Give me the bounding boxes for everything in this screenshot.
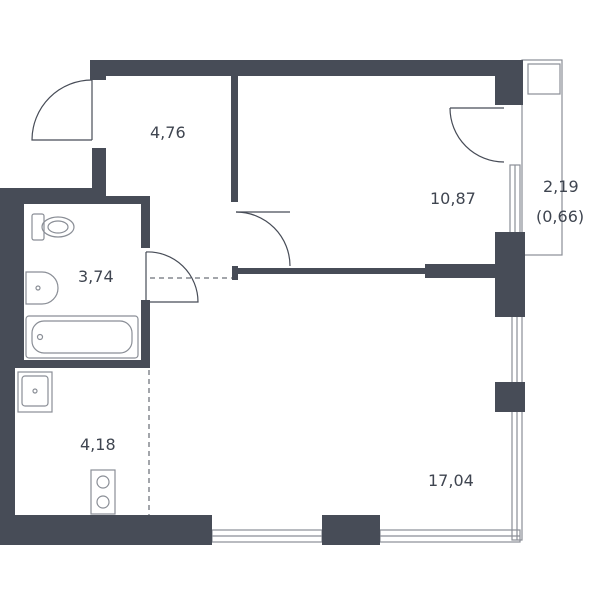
entrance-door-arc	[31, 79, 93, 141]
area-labels: 4,76 10,87 2,19 (0,66) 3,74 4,18 17,04	[78, 123, 584, 490]
zone-dividers	[148, 277, 232, 515]
wall-bath-right-top	[141, 196, 150, 248]
wall-bedroom-living	[232, 268, 432, 274]
area-label-bedroom: 10,87	[430, 189, 476, 208]
wall-bottom-left	[0, 515, 212, 545]
wall-bath-top	[88, 196, 150, 204]
wall-top-left-stub	[90, 60, 106, 80]
walls	[0, 60, 525, 545]
wall-bath-right-bottom	[141, 300, 150, 368]
wall-bath-inner-left	[14, 204, 24, 364]
wall-right-pier-middle	[495, 232, 525, 317]
area-label-kitchen: 4,18	[80, 435, 116, 454]
balcony-door-arc	[449, 107, 505, 163]
bathroom-door-arc	[145, 251, 199, 303]
doors	[31, 79, 505, 303]
wall-left-top	[0, 188, 106, 204]
wall-left	[0, 188, 15, 543]
stove-icon	[90, 469, 116, 515]
wall-hall-left	[92, 148, 106, 198]
area-label-bathroom: 3,74	[78, 267, 114, 286]
washbasin-icon	[25, 271, 59, 305]
area-label-hallway: 4,76	[150, 123, 186, 142]
area-label-balcony-note: (0,66)	[536, 207, 584, 226]
wall-top-right-pier	[495, 60, 523, 105]
bedroom-door-arc	[235, 211, 291, 267]
balcony-window	[527, 63, 561, 95]
wall-bedroom-living-end	[232, 266, 238, 280]
wall-partition-thick	[425, 264, 500, 278]
bathtub-icon	[25, 315, 139, 359]
wall-bath-bottom	[14, 360, 150, 368]
wall-hall-bedroom	[231, 72, 238, 202]
toilet-icon	[31, 213, 75, 241]
wall-bottom-pier	[322, 515, 380, 545]
area-label-living-room: 17,04	[428, 471, 474, 490]
kitchen-sink-icon	[17, 371, 53, 413]
balcony-outline	[521, 59, 563, 256]
wall-top	[90, 60, 520, 76]
wall-right-pier-lower	[495, 382, 525, 412]
area-label-balcony: 2,19	[543, 177, 579, 196]
fixtures	[17, 213, 139, 515]
